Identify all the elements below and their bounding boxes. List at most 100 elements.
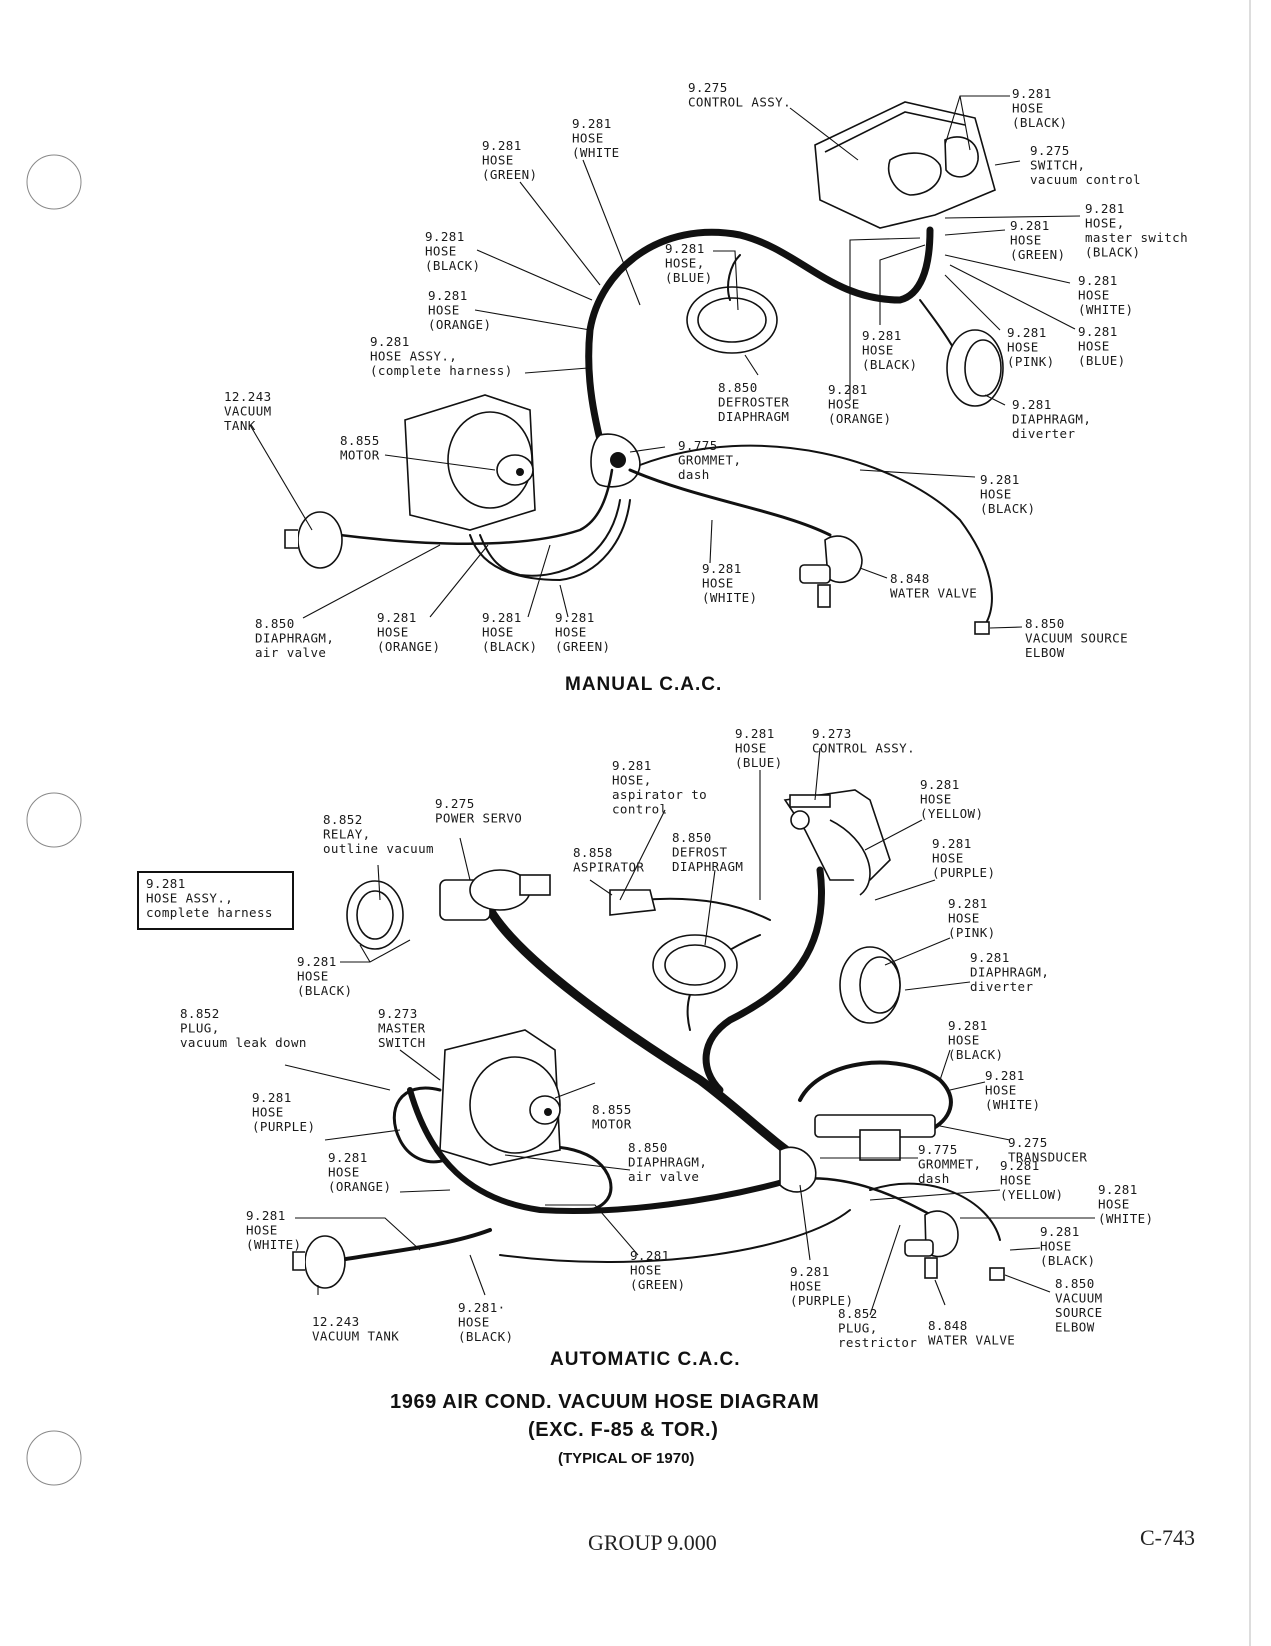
label-m-hose-green-top-line: HOSE [482, 153, 514, 168]
automatic-defrost-diaphragm-inner [664, 944, 726, 986]
label-a-master-switch-line: MASTER [378, 1021, 426, 1036]
label-m-hose-white-top-line: HOSE [572, 131, 604, 146]
label-m-vacuum-tank-line: TANK [224, 418, 256, 433]
manual-hose-black-to-source [639, 444, 993, 626]
label-a-source-elbow-line: SOURCE [1055, 1305, 1103, 1320]
automatic-blower-motor [439, 1029, 561, 1166]
typical-note: (TYPICAL OF 1970) [558, 1450, 694, 1467]
automatic-hose-white-far [869, 1182, 1001, 1241]
label-a-diverter-line: DIAPHRAGM, [970, 965, 1049, 980]
label-m-hose-blue-r-line: (BLUE) [1078, 353, 1126, 368]
label-m-hose-green-b-line: 9.281 [555, 610, 595, 625]
label-m-air-valve-line: air valve [255, 645, 326, 660]
automatic-harness-upper-inner [704, 868, 823, 1092]
label-a-grommet-line: dash [918, 1171, 950, 1186]
label-m-hose-green-top-line: 9.281 [482, 138, 522, 153]
label-m-hose-orange-l-line: HOSE [428, 303, 460, 318]
label-m-switch-line: vacuum control [1030, 172, 1141, 187]
label-m-hose-blue-r-line: 9.281 [1078, 324, 1118, 339]
label-m-hose-orange-l-line: 9.281 [428, 288, 468, 303]
label-m-hose-black-b-line: (BLACK) [482, 639, 537, 654]
label-m-diaphragm-diverter-line: DIAPHRAGM, [1012, 412, 1091, 427]
label-a-hose-purple-b-line: HOSE [790, 1279, 822, 1294]
label-m-hose-black-mid-line: HOSE [862, 343, 894, 358]
punch-hole-top [26, 154, 82, 210]
label-a-hose-green-line: (GREEN) [630, 1277, 685, 1292]
manual-defroster-diaphragm-inner [697, 297, 767, 343]
manual-vacuum-source-elbow [974, 621, 990, 635]
label-a-hose-pink-line: 9.281 [948, 896, 988, 911]
automatic-harness-box [137, 871, 294, 930]
label-m-source-elbow-line: VACUUM SOURCE [1025, 631, 1128, 646]
sub-title: (EXC. F-85 & TOR.) [528, 1419, 718, 1441]
label-a-hose-white-far-line: HOSE [1098, 1197, 1130, 1212]
automatic-leader-lines [284, 747, 1095, 1316]
label-m-water-valve-line: WATER VALVE [890, 586, 977, 601]
label-m-hose-green-b-line: (GREEN) [555, 639, 610, 654]
label-m-hose-white-bot-line: 9.281 [702, 561, 742, 576]
label-a-plug-restrictor-line: restrictor [838, 1335, 917, 1350]
label-m-hose-white-r-line: (WHITE) [1078, 302, 1133, 317]
automatic-hose-black-loop [798, 1060, 953, 1132]
label-m-hose-black-far-line: (BLACK) [980, 501, 1035, 516]
label-a-relay-line: outline vacuum [323, 841, 434, 856]
label-m-harness-line: (complete harness) [370, 363, 513, 378]
manual-hose-white-to-valve [628, 468, 832, 537]
label-m-hose-black-mid-line: 9.281 [862, 328, 902, 343]
label-a-hose-green-line: HOSE [630, 1263, 662, 1278]
label-a-air-valve-line: air valve [628, 1169, 699, 1184]
label-a-hose-yellow-t-line: HOSE [920, 792, 952, 807]
label-a-hose-black-l-line: 9.281 [297, 954, 337, 969]
footer-group: GROUP 9.000 [588, 1530, 717, 1555]
label-a-source-elbow-line: VACUUM [1055, 1291, 1103, 1306]
label-a-hose-orange-line: (ORANGE) [328, 1179, 391, 1194]
label-m-control-assy-line: 9.275 [688, 80, 728, 95]
label-m-hose-pink-line: 9.281 [1007, 325, 1047, 340]
label-a-hose-yellow-t-line: 9.281 [920, 777, 960, 792]
manual-leader-lines [249, 95, 1081, 629]
label-a-motor-line: 8.855 [592, 1102, 632, 1117]
label-m-water-valve-line: 8.848 [890, 571, 930, 586]
manual-hose-orange-bottom [479, 499, 621, 577]
label-m-hose-black-tr-line: HOSE [1012, 101, 1044, 116]
manual-diagram [249, 95, 1081, 635]
label-a-control-assy-line: CONTROL ASSY. [812, 741, 915, 756]
manual-hose-blue [727, 254, 741, 301]
label-a-plug-leak-line: PLUG, [180, 1021, 220, 1036]
label-m-diaphragm-diverter-line: 9.281 [1012, 397, 1052, 412]
label-a-plug-restrictor-line: PLUG, [838, 1321, 878, 1336]
label-a-hose-black-r-line: HOSE [948, 1033, 980, 1048]
label-m-grommet-line: dash [678, 467, 710, 482]
label-m-hose-white-r-line: 9.281 [1078, 273, 1118, 288]
label-a-plug-leak-line: vacuum leak down [180, 1035, 307, 1050]
label-a-hose-white-l-line: (WHITE) [246, 1237, 301, 1252]
